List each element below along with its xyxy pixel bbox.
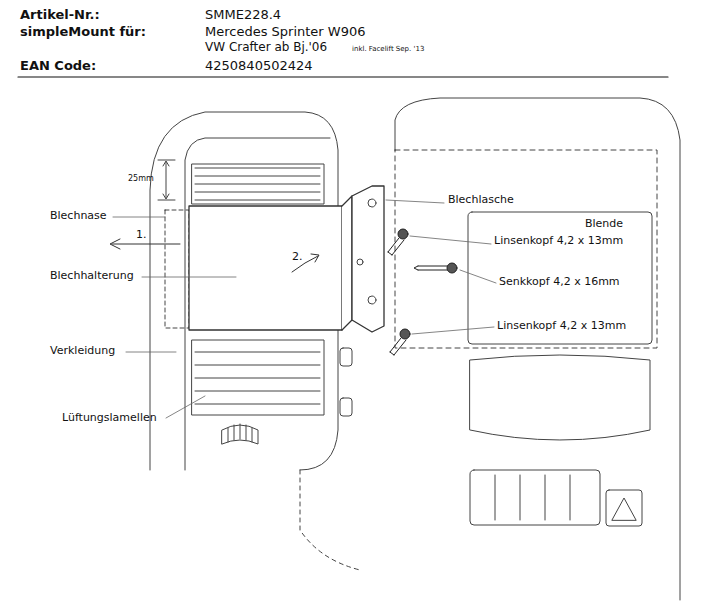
screw-countersunk bbox=[414, 263, 457, 273]
trim-edge bbox=[300, 470, 360, 570]
center-console-outline bbox=[395, 98, 680, 600]
sheet-tab-dashed bbox=[165, 210, 189, 328]
dimension-arrows bbox=[163, 161, 169, 199]
switch bbox=[340, 398, 352, 416]
header-key: Artikel-Nr.: bbox=[20, 8, 100, 23]
sheet-bracket-bend bbox=[342, 196, 352, 330]
radio-opening bbox=[468, 212, 652, 344]
vent-slats-bottom bbox=[192, 340, 324, 415]
step-number: 2. bbox=[292, 251, 303, 264]
screw-pan-head bbox=[390, 329, 410, 355]
header-value: SMME228.4 bbox=[205, 8, 281, 23]
screw-label: Linsenkopf 4,2 x 13mm bbox=[494, 235, 623, 248]
sheet-bracket bbox=[189, 206, 342, 330]
leader-lines bbox=[113, 200, 496, 418]
header-note: inkl. Facelift Sep. '13 bbox=[352, 45, 424, 53]
header-key: EAN Code: bbox=[20, 59, 96, 74]
flange-hole bbox=[368, 296, 376, 304]
screw-label: Linsenkopf 4,2 x 13mm bbox=[497, 320, 626, 333]
step-number: 1. bbox=[136, 229, 147, 242]
part-label: Blechhalterung bbox=[50, 270, 134, 283]
header-value: VW Crafter ab Bj.'06 bbox=[205, 41, 327, 55]
screw-label: Senkkopf 4,2 x 16mm bbox=[499, 276, 620, 289]
vent-grid-lines bbox=[495, 475, 570, 520]
part-label: Blechnase bbox=[50, 210, 107, 223]
flange-hole bbox=[357, 259, 363, 265]
header-rule bbox=[18, 76, 668, 77]
hazard-button bbox=[612, 498, 636, 520]
part-label: Blechlasche bbox=[448, 194, 514, 207]
climate-control bbox=[470, 355, 650, 440]
hazard-frame bbox=[606, 490, 642, 526]
header-value: 4250840502424 bbox=[205, 59, 313, 74]
header-value: Mercedes Sprinter W906 bbox=[205, 25, 366, 40]
panel-dashed bbox=[395, 150, 657, 348]
part-label: Lüftungslamellen bbox=[62, 412, 157, 425]
vent-grid bbox=[470, 470, 600, 525]
part-label: Verkleidung bbox=[50, 345, 115, 358]
header-key: simpleMount für: bbox=[20, 25, 146, 40]
sheet-flange bbox=[352, 186, 384, 332]
thumbwheel bbox=[222, 424, 258, 444]
dimension-line bbox=[158, 160, 175, 200]
switch bbox=[340, 348, 352, 366]
flange-hole bbox=[368, 199, 376, 207]
screw-pan-head bbox=[388, 229, 408, 255]
vent-slats-top bbox=[192, 164, 324, 204]
dimension-label: 25mm bbox=[128, 174, 154, 183]
part-label: Blende bbox=[585, 218, 623, 231]
